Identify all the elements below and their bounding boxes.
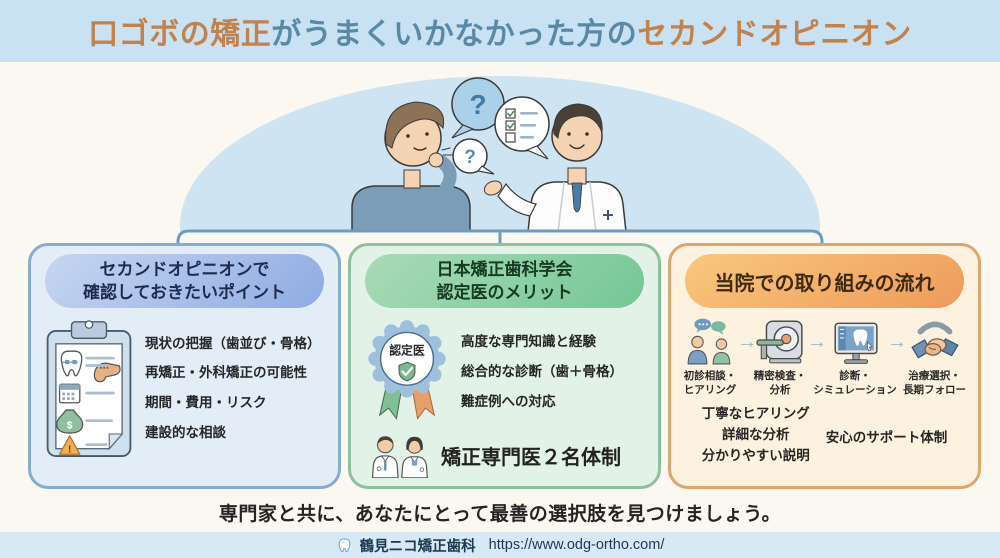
card-merit-body: 認定医 高度な専門知識と経験 総合的な診断（歯＋骨格） 難症例への対応 <box>363 316 646 428</box>
merit-item-list: 高度な専門知識と経験 総合的な診断（歯＋骨格） 難症例への対応 <box>461 327 623 416</box>
money-bag-icon: $ <box>56 409 84 434</box>
svg-text:!: ! <box>68 444 71 455</box>
tooth-icon <box>338 537 351 552</box>
cards-row: セカンドオピニオンで 確認しておきたいポイント <box>28 243 981 489</box>
question-bubble-large: ? <box>451 77 505 139</box>
points-item: 再矯正・外科矯正の可能性 <box>145 365 307 381</box>
card-merit-title-line1: 日本矯正歯科学会 <box>436 259 573 279</box>
flow-step-consultation: 初診相談・ ヒアリング <box>683 316 737 397</box>
doctor-female-icon <box>401 436 428 478</box>
points-item: 現状の把握（歯並び・骨格） <box>145 335 321 351</box>
flow-step-examination: 精密検査・ 分析 <box>753 316 807 397</box>
arrow-icon: → <box>737 331 757 353</box>
question-bubble-small: ? <box>452 138 495 175</box>
badge-label: 認定医 <box>389 343 425 357</box>
flow-step-label: 初診相談・ ヒアリング <box>683 370 737 397</box>
flow-step-label: 精密検査・ 分析 <box>753 370 807 397</box>
consultation-icon <box>687 318 731 365</box>
flow-note-right: 安心のサポート体制 <box>825 429 948 445</box>
jaw-icon <box>93 362 121 383</box>
flow-step-label: 治療選択・ 長期フォロー <box>903 370 966 397</box>
flow-step-treatment: 治療選択・ 長期フォロー <box>903 316 966 397</box>
merit-item: 総合的な診断（歯＋骨格） <box>461 364 623 380</box>
title-accent-2: セカンドオピニオン <box>637 18 912 51</box>
merit-item: 難症例への対応 <box>461 393 556 409</box>
title-accent-1: 口ゴボの矯正 <box>88 18 272 51</box>
card-certified-merits: 日本矯正歯科学会 認定医のメリット 認定医 <box>348 243 661 489</box>
card-flow-title-text: 当院での取り組みの流れ <box>714 272 935 295</box>
card-points-title-line2: 確認しておきたいポイント <box>83 283 286 302</box>
card-second-opinion-points: セカンドオピニオンで 確認しておきたいポイント <box>28 243 341 489</box>
points-item: 期間・費用・リスク <box>145 395 267 410</box>
checklist-clipboard-icon: $ ! <box>46 320 132 457</box>
checklist-bubble <box>494 96 550 160</box>
flow-notes: 丁寧なヒアリング 詳細な分析 分かりやすい説明 安心のサポート体制 <box>683 404 966 467</box>
patient-figure <box>351 101 471 232</box>
card-points-body: $ ! 現 <box>43 316 326 460</box>
svg-text:$: $ <box>67 420 73 431</box>
site-footer: 鶴見ニコ矯正歯科 https://www.odg-ortho.com/ <box>0 532 1000 558</box>
card-merit-title: 日本矯正歯科学会 認定医のメリット <box>365 254 644 308</box>
title-base: がうまくいかなかった方の <box>271 18 638 51</box>
card-merit-title-line2: 認定医のメリット <box>436 283 573 302</box>
card-points-title: セカンドオピニオンで 確認しておきたいポイント <box>45 254 324 308</box>
clinic-name: 鶴見ニコ矯正歯科 <box>359 538 476 555</box>
question-mark-large: ? <box>469 89 486 120</box>
two-doctors-icon <box>371 436 428 478</box>
flow-steps: 初診相談・ ヒアリング → 精密検査・ <box>683 316 966 397</box>
arrow-icon: → <box>807 331 827 353</box>
flow-step-diagnosis: 診断・ シミュレーション <box>813 316 897 397</box>
calendar-icon <box>58 383 81 404</box>
hero-illustration: ? ? <box>180 76 820 232</box>
question-mark-small: ? <box>464 147 476 168</box>
card-points-title-line1: セカンドオピニオンで <box>99 259 270 279</box>
doctor-figure <box>483 103 627 232</box>
merit-bottom-row: 矯正専門医２名体制 <box>363 432 646 478</box>
diagnosis-monitor-icon <box>834 322 878 364</box>
ct-scanner-icon <box>756 320 803 364</box>
checklist-icon <box>505 108 538 143</box>
certified-badge-icon: 認定医 <box>368 320 446 420</box>
card-flow-title: 当院での取り組みの流れ <box>685 254 964 308</box>
points-item: 建設的な相談 <box>145 424 226 440</box>
merit-highlight: 矯正専門医２名体制 <box>441 446 621 469</box>
arrow-icon: → <box>887 331 907 353</box>
warning-icon: ! <box>58 435 81 455</box>
tooth-braces-icon <box>60 350 83 377</box>
flow-step-label: 診断・ シミュレーション <box>813 370 897 397</box>
clinic-url-link[interactable]: https://www.odg-ortho.com/ <box>488 537 665 553</box>
flow-note-left: 丁寧なヒアリング 詳細な分析 分かりやすい説明 <box>701 406 810 464</box>
card-clinic-flow: 当院での取り組みの流れ 初診 <box>668 243 981 489</box>
handshake-icon <box>910 321 959 359</box>
title-band: 口ゴボの矯正がうまくいかなかった方のセカンドオピニオン <box>0 0 1000 62</box>
patient-doctor-illustration: ? ? <box>351 77 627 232</box>
merit-item: 高度な専門知識と経験 <box>461 334 596 350</box>
page-title: 口ゴボの矯正がうまくいかなかった方のセカンドオピニオン <box>88 9 912 53</box>
bottom-message: 専門家と共に、あなたにとって最善の選択肢を見つけましょう。 <box>218 504 782 525</box>
doctor-male-icon <box>371 436 399 478</box>
points-item-list: 現状の把握（歯並び・骨格） 再矯正・外科矯正の可能性 期間・費用・リスク 建設的… <box>145 329 321 448</box>
